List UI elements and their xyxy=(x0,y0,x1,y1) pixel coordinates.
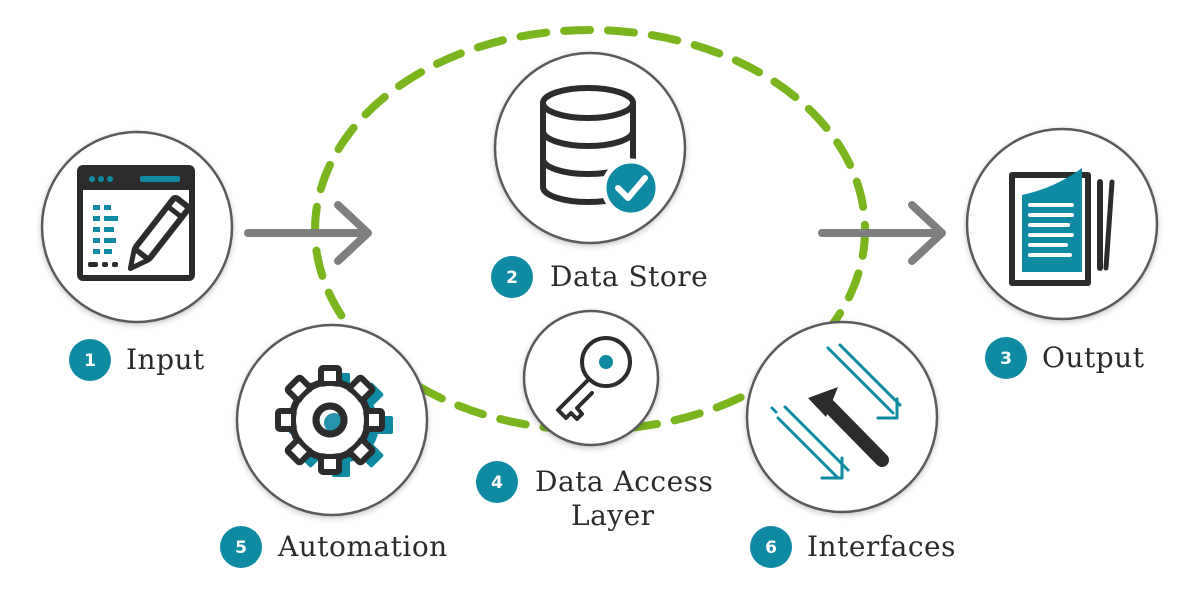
node-input[interactable] xyxy=(40,130,234,324)
svg-text:Interfaces: Interfaces xyxy=(807,530,956,563)
key-icon xyxy=(556,336,632,421)
svg-text:6: 6 xyxy=(765,538,777,558)
arrow-store-to-output xyxy=(818,201,946,265)
arrows-interface-icon xyxy=(770,343,902,480)
svg-text:Layer: Layer xyxy=(571,499,655,532)
node-automation[interactable] xyxy=(235,323,429,517)
svg-text:3: 3 xyxy=(1000,349,1012,369)
svg-text:2: 2 xyxy=(506,268,518,288)
label-interfaces: 6 Interfaces xyxy=(750,526,956,568)
svg-text:Data Store: Data Store xyxy=(550,260,708,293)
input-form-pencil-icon xyxy=(77,165,195,281)
label-data-access-layer: 4 Data Access Layer xyxy=(476,461,713,532)
label-output: 3 Output xyxy=(985,337,1145,379)
label-data-store: 2 Data Store xyxy=(491,256,708,298)
svg-text:Automation: Automation xyxy=(277,530,448,563)
svg-text:Input: Input xyxy=(126,343,205,376)
label-automation: 5 Automation xyxy=(220,526,448,568)
svg-text:Output: Output xyxy=(1042,341,1145,374)
node-data-access-layer[interactable] xyxy=(522,309,660,447)
node-data-store[interactable] xyxy=(493,51,687,245)
gears-icon xyxy=(275,365,393,477)
svg-text:5: 5 xyxy=(235,538,247,558)
arrow-input-to-store xyxy=(244,201,372,265)
node-interfaces[interactable] xyxy=(745,320,939,514)
svg-text:1: 1 xyxy=(84,351,96,371)
svg-text:Data Access: Data Access xyxy=(535,465,713,498)
node-output[interactable] xyxy=(965,127,1159,321)
document-output-icon xyxy=(1009,168,1115,286)
database-check-icon xyxy=(540,85,661,218)
svg-text:4: 4 xyxy=(491,473,503,493)
label-input: 1 Input xyxy=(69,339,205,381)
